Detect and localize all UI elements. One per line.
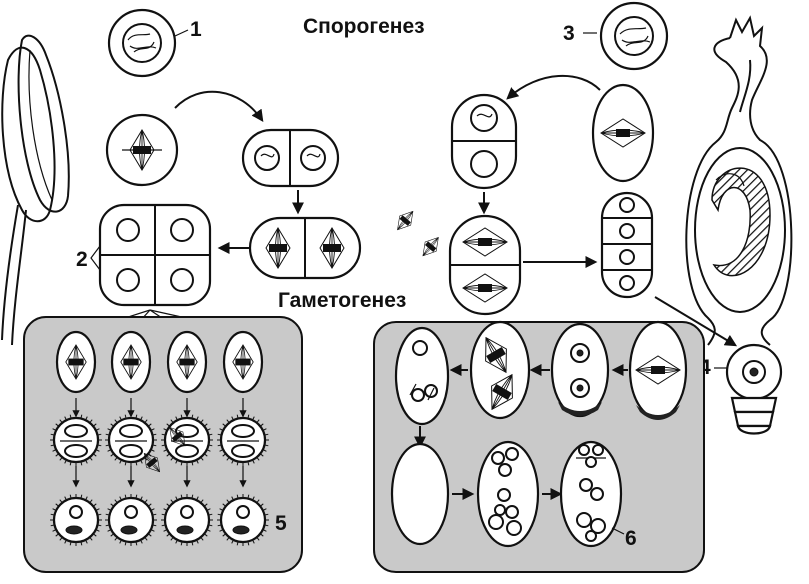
dyad-meiosis-ii: [248, 216, 362, 280]
label-5: 5: [275, 512, 287, 535]
label-1-leader: [174, 29, 189, 37]
arrow-to-functional-megaspore: [654, 296, 738, 347]
embryo-sac-stage-5: [138, 206, 450, 546]
megaspore-mother-cell: [599, 1, 669, 71]
dyad: [241, 128, 340, 188]
embryo-sac-stage-2: [550, 322, 610, 418]
male-column-2: [105, 330, 157, 546]
arrow-meiosis-to-dyad: [174, 90, 264, 122]
mature-embryo-sac: [559, 440, 623, 548]
male-column-1: [50, 330, 102, 546]
female-gametogenesis-panel: [373, 321, 705, 573]
anther: [1, 34, 70, 346]
mega-dyad: [450, 93, 518, 190]
label-2-bracket: [90, 245, 101, 271]
embryo-sac-stage-4: [394, 326, 450, 426]
label-2: 2: [76, 248, 88, 271]
label-3: 3: [563, 22, 575, 45]
male-column-4: [217, 330, 269, 546]
label-1: 1: [190, 18, 202, 41]
male-column-3: [161, 330, 213, 546]
meiosis-i-cell: [105, 113, 179, 187]
tetrad: [98, 203, 212, 307]
microspore-mother-cell: [107, 8, 177, 78]
label-6-leader: [611, 527, 625, 535]
sporogenesis-title: Спорогенез: [303, 15, 425, 38]
male-gametophyte-columns: [50, 330, 269, 546]
embryo-sac-stage-1: [628, 320, 688, 420]
label-6: 6: [625, 527, 637, 550]
embryo-sac-stage-6: [476, 440, 540, 548]
embryo-sac-stage-3: [469, 320, 531, 420]
ovule-pistil: [685, 15, 793, 346]
gametogenesis-title: Гаметогенез: [278, 289, 406, 312]
linear-tetrad: [600, 191, 654, 299]
functional-megaspore: [725, 343, 783, 435]
mega-dyad-meiosis-ii: [448, 214, 522, 316]
arrow-mega-meiosis-to-dyad: [506, 74, 601, 100]
mega-meiosis-i-cell: [591, 83, 655, 183]
